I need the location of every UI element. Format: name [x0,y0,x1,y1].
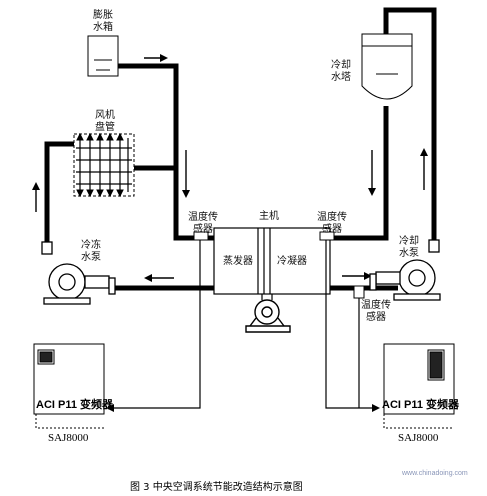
evaporator-label: 蒸发器 [223,256,253,267]
sensor-right-body [353,285,365,299]
sensor-left-body [193,231,209,241]
vfd-left [33,343,106,429]
cooling-pump [369,239,441,301]
fan-coil-label: 风机 盘管 [95,110,115,133]
fan-coil [73,132,135,198]
signal-lines [106,240,380,412]
temp-sensor-left-label: 温度传 感器 [188,212,218,235]
sensor-mid-body [319,231,335,241]
condenser-label: 冷凝器 [277,256,307,267]
temp-sensor-mid-label: 温度传 感器 [317,212,347,235]
expansion-tank [87,35,119,77]
vfd-right-model: SAJ8000 [398,432,439,444]
cooling-tower [361,33,413,100]
vfd-right-name: ACI P11 变频器 [382,399,460,411]
expansion-tank-label: 膨胀 水箱 [93,10,113,33]
cooling-pump-label: 冷却 水泵 [399,236,419,259]
chilled-pump [41,241,116,305]
flow-arrows [32,54,428,282]
chilled-pump-label: 冷冻 水泵 [81,240,101,263]
main-chiller [213,227,331,300]
vfd-right [383,343,455,429]
signal-mid [325,240,380,412]
vfd-left-model: SAJ8000 [48,432,89,444]
pipe-chilled-supply [44,141,74,252]
signal-left [106,240,201,412]
cooling-tower-label: 冷却 水塔 [331,60,351,83]
temp-sensor-right-label: 温度传 感器 [361,300,391,323]
pipe-tower-to-condenser [330,106,389,241]
watermark-text: www.chinadoing.com [402,470,468,477]
main-unit-label: 主机 [259,211,279,222]
vfd-left-name: ACI P11 变频器 [36,399,114,411]
compressor [245,299,291,333]
figure-caption: 图 3 中央空调系统节能改造结构示意图 [130,482,303,493]
